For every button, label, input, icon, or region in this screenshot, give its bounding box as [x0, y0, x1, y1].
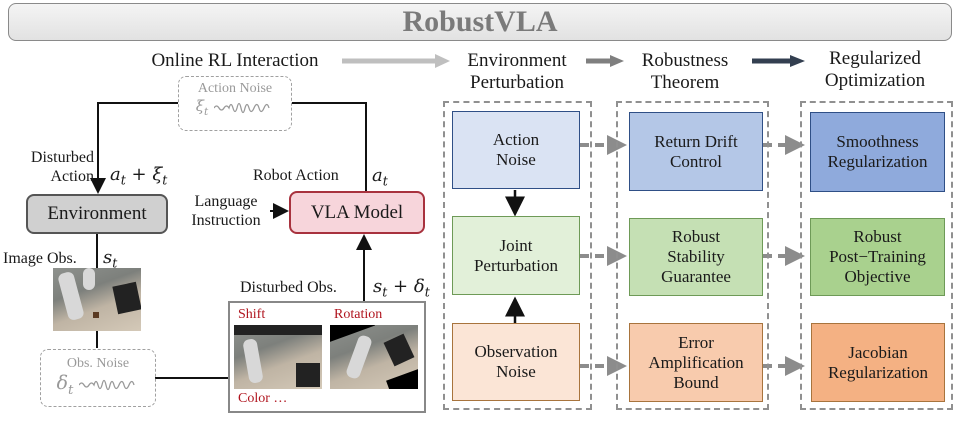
stage-arrow-2	[586, 55, 624, 67]
robot-action-label: Robot Action	[253, 167, 339, 184]
theorem-group	[616, 101, 769, 410]
optimization-group	[800, 101, 953, 410]
perturbation-group	[443, 101, 592, 410]
shift-label: Shift	[238, 307, 266, 322]
title-banner: RobustVLA	[8, 3, 952, 41]
stage-line: Regularized	[829, 48, 921, 69]
obs-noise-label: Obs. Noise	[66, 356, 130, 371]
robot-action-math: at	[372, 165, 388, 189]
node-line: Noise	[496, 150, 536, 169]
stage-line: Environment	[467, 50, 567, 71]
node-line: Regularization	[827, 362, 929, 382]
image-obs-label: Image Obs.	[3, 250, 77, 267]
disturbed-action-math: at + ξt	[110, 164, 168, 188]
delta-symbol: δt	[56, 372, 74, 398]
disturbed-observations-panel: Shift Rotation Color …	[228, 301, 426, 413]
stage-line: Optimization	[824, 70, 926, 91]
label-line: Disturbed	[30, 149, 94, 166]
language-instruction-label: Language Instruction	[183, 192, 269, 230]
action-noise-label: Action Noise	[197, 81, 273, 96]
xi-symbol: ξt	[195, 97, 209, 118]
stage-arrow-1	[342, 54, 450, 68]
vla-model-node: VLA Model	[289, 191, 425, 234]
rotation-label: Rotation	[334, 307, 383, 322]
label-line: Action	[50, 168, 94, 185]
node-line: Robust	[853, 227, 902, 246]
shift-image	[234, 325, 322, 389]
action-loop-line-left	[90, 102, 178, 194]
node-line: Objective	[844, 267, 911, 286]
node-line: Bound	[673, 372, 719, 392]
node-line: Action	[492, 130, 540, 149]
node-line: Jacobian	[848, 342, 908, 362]
node-line: Post−Training	[829, 247, 926, 266]
environment-node: Environment	[26, 194, 168, 234]
node-line: Stability	[667, 247, 725, 266]
rotation-image	[330, 325, 418, 389]
disturbed-obs-math: st + δt	[373, 276, 430, 300]
stage-line: Perturbation	[470, 72, 564, 93]
noise-wave-icon	[79, 379, 136, 391]
label-line: Instruction	[191, 212, 261, 229]
disturbed-obs-label: Disturbed Obs.	[240, 279, 337, 296]
node-line: Smoothness	[836, 132, 919, 151]
node-line: Guarantee	[661, 267, 731, 286]
stage-online-rl: Online RL Interaction	[151, 50, 319, 71]
color-label: Color …	[238, 391, 288, 406]
disturbed-action-label: Disturbed Action	[18, 148, 94, 186]
diagram-title: RobustVLA	[402, 5, 558, 38]
node-line: Perturbation	[473, 255, 559, 275]
node-line: Error	[678, 332, 714, 352]
label-line: Language	[194, 193, 258, 210]
stage-regularized-optimization: Regularized Optimization	[800, 48, 950, 92]
node-line: Joint	[499, 235, 533, 255]
obs-noise-box: Obs. Noise δt	[40, 349, 156, 407]
stage-line: Theorem	[650, 72, 720, 93]
node-line: Amplification	[648, 352, 744, 372]
image-obs-math: st	[103, 247, 118, 271]
node-line: Observation	[474, 342, 558, 361]
robot-observation-image	[53, 268, 141, 331]
stage-environment-perturbation: Environment Perturbation	[447, 50, 587, 94]
stage-robustness-theorem: Robustness Theorem	[620, 50, 750, 94]
action-loop-line-right	[292, 102, 367, 191]
node-line: Regularization	[827, 152, 928, 171]
stage-arrow-3	[752, 55, 805, 67]
noise-wave-icon	[214, 102, 270, 113]
action-noise-box: Action Noise ξt	[178, 76, 292, 131]
node-line: Control	[670, 151, 722, 171]
stage-line: Robustness	[641, 50, 729, 71]
node-line: Noise	[496, 362, 536, 381]
node-line: Robust	[671, 227, 721, 246]
node-line: Return Drift	[654, 131, 738, 151]
